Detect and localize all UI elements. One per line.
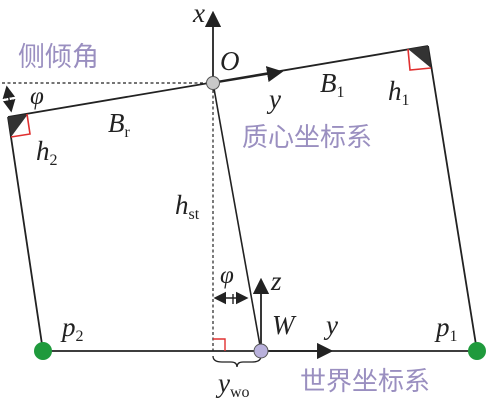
y-axis-arrow-top — [212, 66, 284, 84]
h-right-label: h1 — [388, 76, 410, 109]
roll-angle-indicator — [2, 85, 16, 113]
b-left-label: Br — [108, 108, 131, 141]
ywo-label: ywo — [215, 368, 250, 401]
right-corner-marker — [408, 46, 431, 68]
world-origin-point — [253, 343, 269, 359]
b-right-label: B1 — [320, 68, 345, 101]
ywo-brace — [212, 355, 262, 368]
z-axis-label: z — [270, 266, 282, 296]
world-frame-label: 世界坐标系 — [300, 367, 430, 397]
right-angle-mark-right — [407, 48, 432, 71]
hst-line — [212, 82, 262, 352]
h-left-label: h2 — [36, 136, 58, 169]
y-axis-label-top: y — [266, 84, 281, 114]
wheel-right-point — [468, 342, 486, 360]
phi-label-bottom: φ — [220, 262, 234, 289]
origin-point — [206, 76, 220, 90]
centroid-frame-label: 质心坐标系 — [242, 123, 372, 153]
x-axis-label: x — [192, 0, 205, 28]
wheel-left-point — [34, 342, 52, 360]
y-axis-label-bottom: y — [323, 310, 338, 340]
p-left-label: p2 — [60, 312, 84, 345]
phi-label-top: φ — [30, 83, 44, 110]
origin-label: O — [220, 46, 240, 76]
hst-label: hst — [175, 190, 200, 223]
right-angle-mark-left — [10, 113, 31, 138]
body-right-edge — [427, 45, 478, 352]
roll-angle-label: 侧倾角 — [18, 42, 99, 73]
right-angle-mark-bottom — [213, 338, 226, 351]
world-origin-label: W — [272, 310, 297, 340]
left-corner-marker — [8, 114, 28, 137]
body-left-edge — [7, 116, 44, 352]
p-right-label: p1 — [434, 312, 458, 345]
